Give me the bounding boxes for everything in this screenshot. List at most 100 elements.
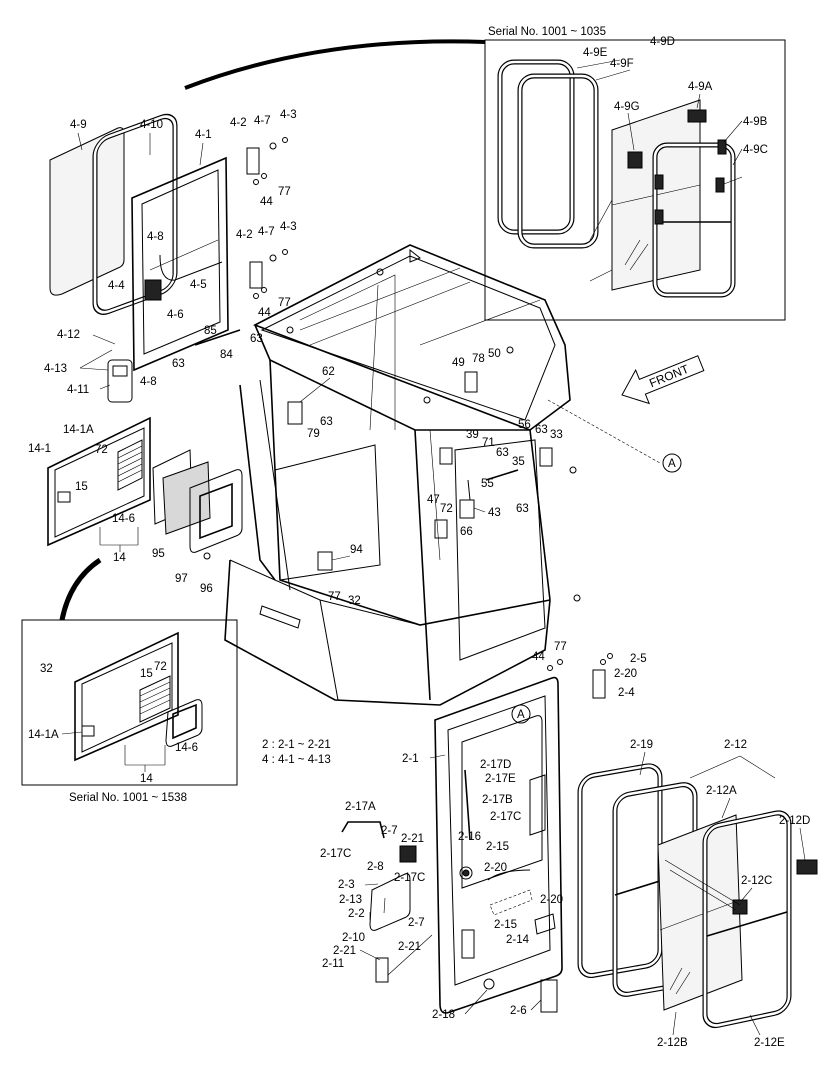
label-63c: 63 xyxy=(320,416,333,428)
label-4-11: 4-11 xyxy=(67,384,89,396)
label-44b: 44 xyxy=(258,307,271,319)
label-14-6b: 14-6 xyxy=(175,742,198,754)
label-2-12: 2-12 xyxy=(724,739,747,751)
front-arrow: FRONT xyxy=(621,355,705,405)
label-95: 95 xyxy=(152,548,165,560)
label-72b: 72 xyxy=(440,503,453,515)
label-2-17e: 2-17E xyxy=(485,773,516,785)
cab-base xyxy=(224,559,551,706)
label-i-4-9e: 4-9G xyxy=(614,101,640,113)
bracket-94 xyxy=(317,551,333,571)
callout-a-cab xyxy=(662,453,682,473)
label-4-12: 4-12 xyxy=(57,329,80,341)
label-14-1ab: 14-1A xyxy=(28,729,59,741)
legend: 2 : 2-1 ~ 2-21 4 : 4-1 ~ 4-13 xyxy=(262,739,331,766)
label-55: 55 xyxy=(481,478,494,490)
louver-14-1 xyxy=(117,439,143,491)
label-39: 39 xyxy=(466,429,479,441)
handle-2-17a xyxy=(341,821,385,839)
handle-4-4 xyxy=(144,279,162,301)
stopper-4-9g xyxy=(715,177,725,193)
label-2-1: 2-1 xyxy=(402,753,419,765)
label-32: 32 xyxy=(348,595,361,607)
label-4-6: 4-6 xyxy=(167,309,184,321)
hinge-2-4 xyxy=(592,669,606,699)
label-2-4: 2-4 xyxy=(618,687,635,699)
label-14-6a: 14-6 xyxy=(112,513,135,525)
duct-14-6-inset xyxy=(165,699,203,747)
seal-2-19 xyxy=(577,763,663,979)
label-4-5: 4-5 xyxy=(190,279,207,291)
glass-2-12b xyxy=(657,814,743,1011)
label-2-15b: 2-15 xyxy=(494,919,517,931)
cover-2-2 xyxy=(369,873,411,931)
inset-top-frame xyxy=(484,39,786,321)
panel-14-1-inset xyxy=(74,631,179,762)
label-2-15a: 2-15 xyxy=(486,841,509,853)
inset-top-right: Serial No. 1001 ~ 1035 4-9D 4-9E 4-9F 4-… xyxy=(484,26,786,321)
inset-arc-bottom xyxy=(59,557,102,621)
pull-2-14 xyxy=(534,913,556,935)
inset-bottom-left: 32 15 72 14-1A 14-6 14 Serial No. 1001 ~… xyxy=(21,619,238,804)
label-56: 56 xyxy=(518,419,531,431)
label-2-20b: 2-20 xyxy=(484,862,507,874)
label-4-1: 4-1 xyxy=(195,129,212,141)
label-2-17c-b: 2-17C xyxy=(320,848,351,860)
inner-handle-2-8 xyxy=(399,845,417,863)
label-97: 97 xyxy=(175,573,188,585)
key-2-18 xyxy=(483,978,495,990)
seal-4-9i xyxy=(497,59,575,235)
legend-line-2: 4 : 4-1 ~ 4-13 xyxy=(262,754,331,766)
panel-14-1 xyxy=(47,416,151,547)
label-77d: 77 xyxy=(554,641,567,653)
front-label: FRONT xyxy=(647,362,691,391)
label-2-2: 2-2 xyxy=(348,908,365,920)
label-4-2b: 4-2 xyxy=(236,229,253,241)
catch-33 xyxy=(539,447,553,467)
latch-2-10-inner xyxy=(375,957,389,983)
label-i-4-9a: 4-9C xyxy=(743,144,768,156)
label-66: 66 xyxy=(460,526,473,538)
rod-84 xyxy=(194,329,241,346)
label-79: 79 xyxy=(307,428,320,440)
label-2-12d: 2-12D xyxy=(779,815,810,827)
window-frame-4-1 xyxy=(131,156,229,372)
label-44c: 44 xyxy=(532,651,545,663)
label-77c: 77 xyxy=(328,591,341,603)
striker-43 xyxy=(459,499,475,519)
label-4-9: 4-9 xyxy=(70,119,87,131)
inset-bottom-frame xyxy=(21,619,238,786)
label-47: 47 xyxy=(427,494,440,506)
label-2-20a: 2-20 xyxy=(614,668,637,680)
label-2-8: 2-8 xyxy=(367,861,384,873)
door-opening xyxy=(454,439,546,661)
door-window-group: 2-19 2-12 2-12A 2-12D 2-12C 2-12B 2-12E xyxy=(577,739,818,1049)
label-2-7a: 2-7 xyxy=(381,825,398,837)
label-i-4-9h: 4-9F xyxy=(610,58,634,70)
knob-2-16 xyxy=(459,866,473,880)
label-2-6: 2-6 xyxy=(510,1005,527,1017)
side-window-opening xyxy=(274,444,381,581)
label-62: 62 xyxy=(322,366,335,378)
label-2-10: 2-10 xyxy=(342,932,365,944)
label-63f: 63 xyxy=(516,503,529,515)
label-77a: 77 xyxy=(278,186,291,198)
label-14a: 14 xyxy=(113,552,126,564)
label-96: 96 xyxy=(200,583,213,595)
label-4-7a: 4-7 xyxy=(254,115,271,127)
label-4-3b: 4-3 xyxy=(280,221,297,233)
label-2-5: 2-5 xyxy=(630,653,647,665)
label-15a: 15 xyxy=(75,481,88,493)
label-4-2a: 4-2 xyxy=(230,117,247,129)
cab-body xyxy=(224,244,581,706)
label-49: 49 xyxy=(452,357,465,369)
hinge-4-2-lower xyxy=(249,261,263,289)
serial-top-caption: Serial No. 1001 ~ 1035 xyxy=(488,26,606,38)
label-14-1: 14-1 xyxy=(28,443,51,455)
hinge-4-2-upper xyxy=(246,147,260,175)
label-35: 35 xyxy=(512,456,525,468)
label-2-19: 2-19 xyxy=(630,739,653,751)
callout-a-door-label: A xyxy=(517,709,525,721)
callout-a-cab-label: A xyxy=(668,458,676,470)
